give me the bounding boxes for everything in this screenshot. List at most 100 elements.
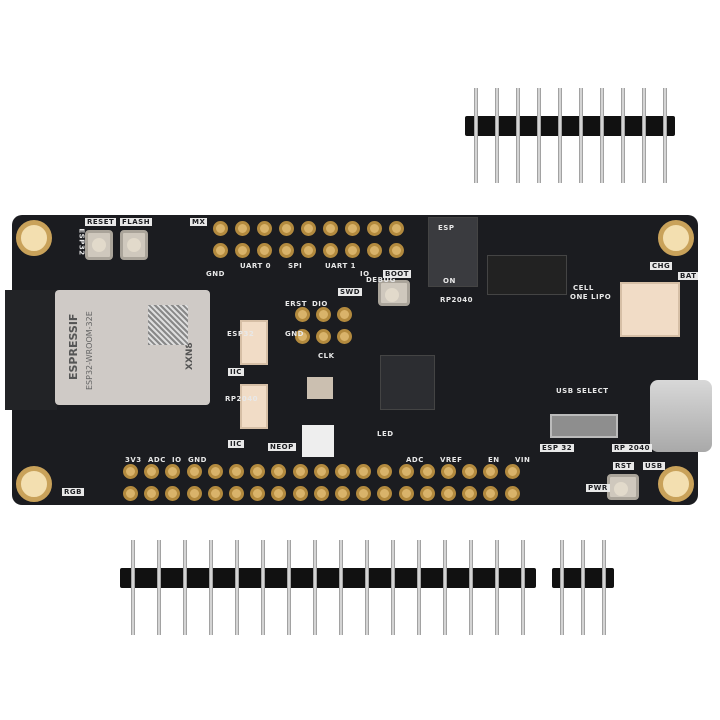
gpio-pad	[313, 486, 329, 501]
mount-hole	[16, 466, 52, 502]
pin-header-16	[120, 540, 536, 635]
boot-button[interactable]	[378, 280, 410, 306]
dip-switch[interactable]	[428, 217, 478, 287]
silk-usb-select: USB SELECT	[556, 387, 609, 395]
iic-connector-rp2040	[240, 384, 268, 429]
module-code: XXN8	[185, 342, 195, 370]
silk-esp32-iic: ESP32	[227, 330, 255, 338]
gpio-pad	[356, 464, 372, 479]
silk-pwr: PWR	[586, 484, 610, 492]
gpio-pad	[335, 486, 350, 501]
gpio-pad	[235, 243, 250, 258]
gpio-pad	[389, 243, 404, 258]
header-pin	[209, 540, 213, 635]
silk-uart1: UART 1	[325, 262, 357, 270]
rp2040-chip	[380, 355, 435, 410]
header-pin	[339, 540, 343, 635]
gpio-pad	[504, 486, 520, 501]
header-pin	[131, 540, 135, 635]
silk-iic-2: IIC	[228, 440, 244, 448]
gpio-pad	[144, 464, 160, 479]
silk-rp-2040: RP 2040	[612, 444, 652, 452]
silk-one-lipo: ONE LIPO	[570, 293, 612, 301]
header-pin	[641, 88, 646, 183]
silk-3v3: 3V3	[125, 456, 142, 464]
header-pin	[536, 88, 541, 183]
header-pin	[581, 540, 585, 635]
gpio-pad	[292, 464, 308, 479]
header-pin	[599, 88, 604, 183]
header-pin	[557, 88, 562, 183]
silk-rst: RST	[613, 462, 634, 470]
gpio-pad	[441, 486, 456, 501]
lipo-connector	[620, 282, 680, 337]
mount-hole	[16, 220, 52, 256]
gpio-pad	[123, 464, 138, 479]
silk-reset: RESET	[85, 218, 117, 226]
silk-chg: CHG	[650, 262, 673, 270]
gpio-pad	[257, 221, 272, 236]
header-pin	[495, 540, 499, 635]
gpio-pad	[250, 486, 266, 501]
module-model: ESP32-WROOM-32E	[85, 311, 94, 390]
gpio-pad	[504, 464, 520, 479]
silk-neop: NEOP	[268, 443, 296, 451]
header-pin	[287, 540, 291, 635]
gpio-pad	[123, 486, 138, 501]
header-pin	[365, 540, 369, 635]
gpio-pad	[207, 486, 223, 501]
silk-adc: ADC	[148, 456, 166, 464]
silk-en: EN	[488, 456, 500, 464]
silk-gnd: GND	[206, 270, 225, 278]
usb-c-port[interactable]	[650, 380, 712, 452]
silk-flash: FLASH	[120, 218, 153, 226]
pin-header-10	[465, 88, 675, 183]
silk-io: IO	[360, 270, 370, 278]
gpio-pad	[335, 464, 350, 479]
reset-button[interactable]	[85, 230, 113, 260]
silk-led: LED	[377, 430, 394, 438]
header-pin	[560, 540, 565, 635]
neopixel-led	[302, 425, 334, 457]
pin-header-3	[552, 540, 614, 635]
gpio-pad	[144, 486, 160, 501]
silk-swd: SWD	[338, 288, 363, 296]
gpio-pad	[271, 486, 287, 501]
silk-vin: VIN	[515, 456, 531, 464]
silk-cell: CELL	[573, 284, 594, 292]
silk-rp2040-2: RP2040	[440, 296, 474, 304]
gpio-pad	[419, 464, 435, 479]
silk-uart0: UART 0	[240, 262, 272, 270]
header-pin	[515, 88, 520, 183]
module-brand: ESPRESSIF	[67, 313, 80, 380]
header-pin	[473, 88, 478, 183]
gpio-pad	[301, 221, 316, 236]
gpio-pad	[337, 307, 352, 322]
gpio-pad	[279, 221, 294, 236]
silk-iic: IIC	[228, 368, 244, 376]
silk-bat: BAT	[678, 272, 699, 280]
gpio-pad	[250, 464, 266, 479]
usb-select-switch[interactable]	[550, 414, 618, 438]
gpio-pad	[345, 221, 360, 236]
gpio-pad	[257, 243, 272, 258]
silk-on: ON	[443, 277, 456, 285]
silk-erst: ERST	[285, 300, 307, 308]
gpio-pad	[295, 329, 310, 344]
gpio-pad	[441, 464, 456, 479]
silk-rgb: RGB	[62, 488, 84, 496]
gpio-pad	[377, 486, 393, 501]
flash-button[interactable]	[120, 230, 148, 260]
header-pin	[183, 540, 187, 635]
gpio-pad	[316, 329, 331, 344]
silk-spi: SPI	[288, 262, 303, 270]
gpio-pad	[313, 464, 329, 479]
silk-io-2: IO	[172, 456, 182, 464]
gpio-pad	[323, 221, 338, 236]
header-pin	[261, 540, 265, 635]
silk-esp32: ESP32	[77, 228, 86, 256]
silk-usb: USB	[643, 462, 665, 470]
rst-button[interactable]	[607, 474, 639, 500]
gpio-pad	[337, 329, 352, 344]
header-pin	[494, 88, 499, 183]
